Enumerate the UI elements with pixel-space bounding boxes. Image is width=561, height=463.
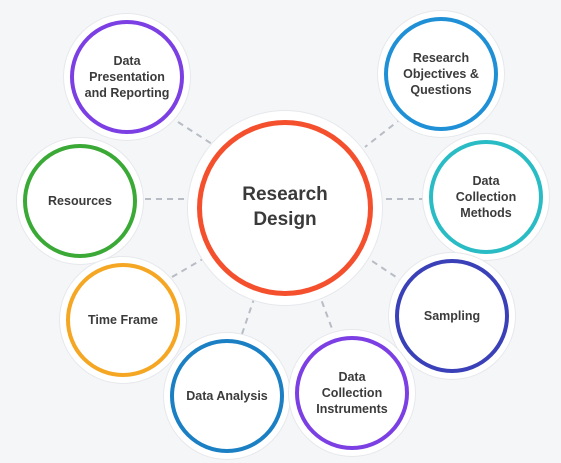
connector-time-frame (171, 255, 209, 278)
node-sampling: Sampling (395, 259, 509, 373)
connector-research-objectives (364, 117, 403, 148)
node-research-objectives: Research Objectives & Questions (384, 17, 498, 131)
node-label: Data Analysis (186, 389, 268, 403)
node-label: Data Collection Instruments (316, 370, 388, 416)
node-resources: Resources (23, 144, 137, 258)
node-label: Data Presentation and Reporting (84, 54, 170, 100)
node-label: Data Collection Methods (455, 174, 517, 220)
connector-sampling (362, 254, 403, 282)
node-data-collection-instruments: Data Collection Instruments (295, 336, 409, 450)
node-label: Resources (48, 194, 112, 208)
node-data-collection-methods: Data Collection Methods (429, 140, 543, 254)
connector-data-analysis (241, 289, 258, 335)
connector-data-presentation (177, 121, 213, 145)
connector-data-collection-instruments (317, 290, 335, 335)
center-label: Research Design (242, 184, 328, 230)
center-node-research-design: Research Design (197, 120, 373, 296)
node-label: Sampling (423, 309, 481, 323)
node-label: Time Frame (88, 313, 158, 327)
node-label: Research Objectives & Questions (403, 51, 479, 97)
node-data-presentation: Data Presentation and Reporting (70, 20, 184, 134)
node-time-frame: Time Frame (66, 263, 180, 377)
node-data-analysis: Data Analysis (170, 339, 284, 453)
